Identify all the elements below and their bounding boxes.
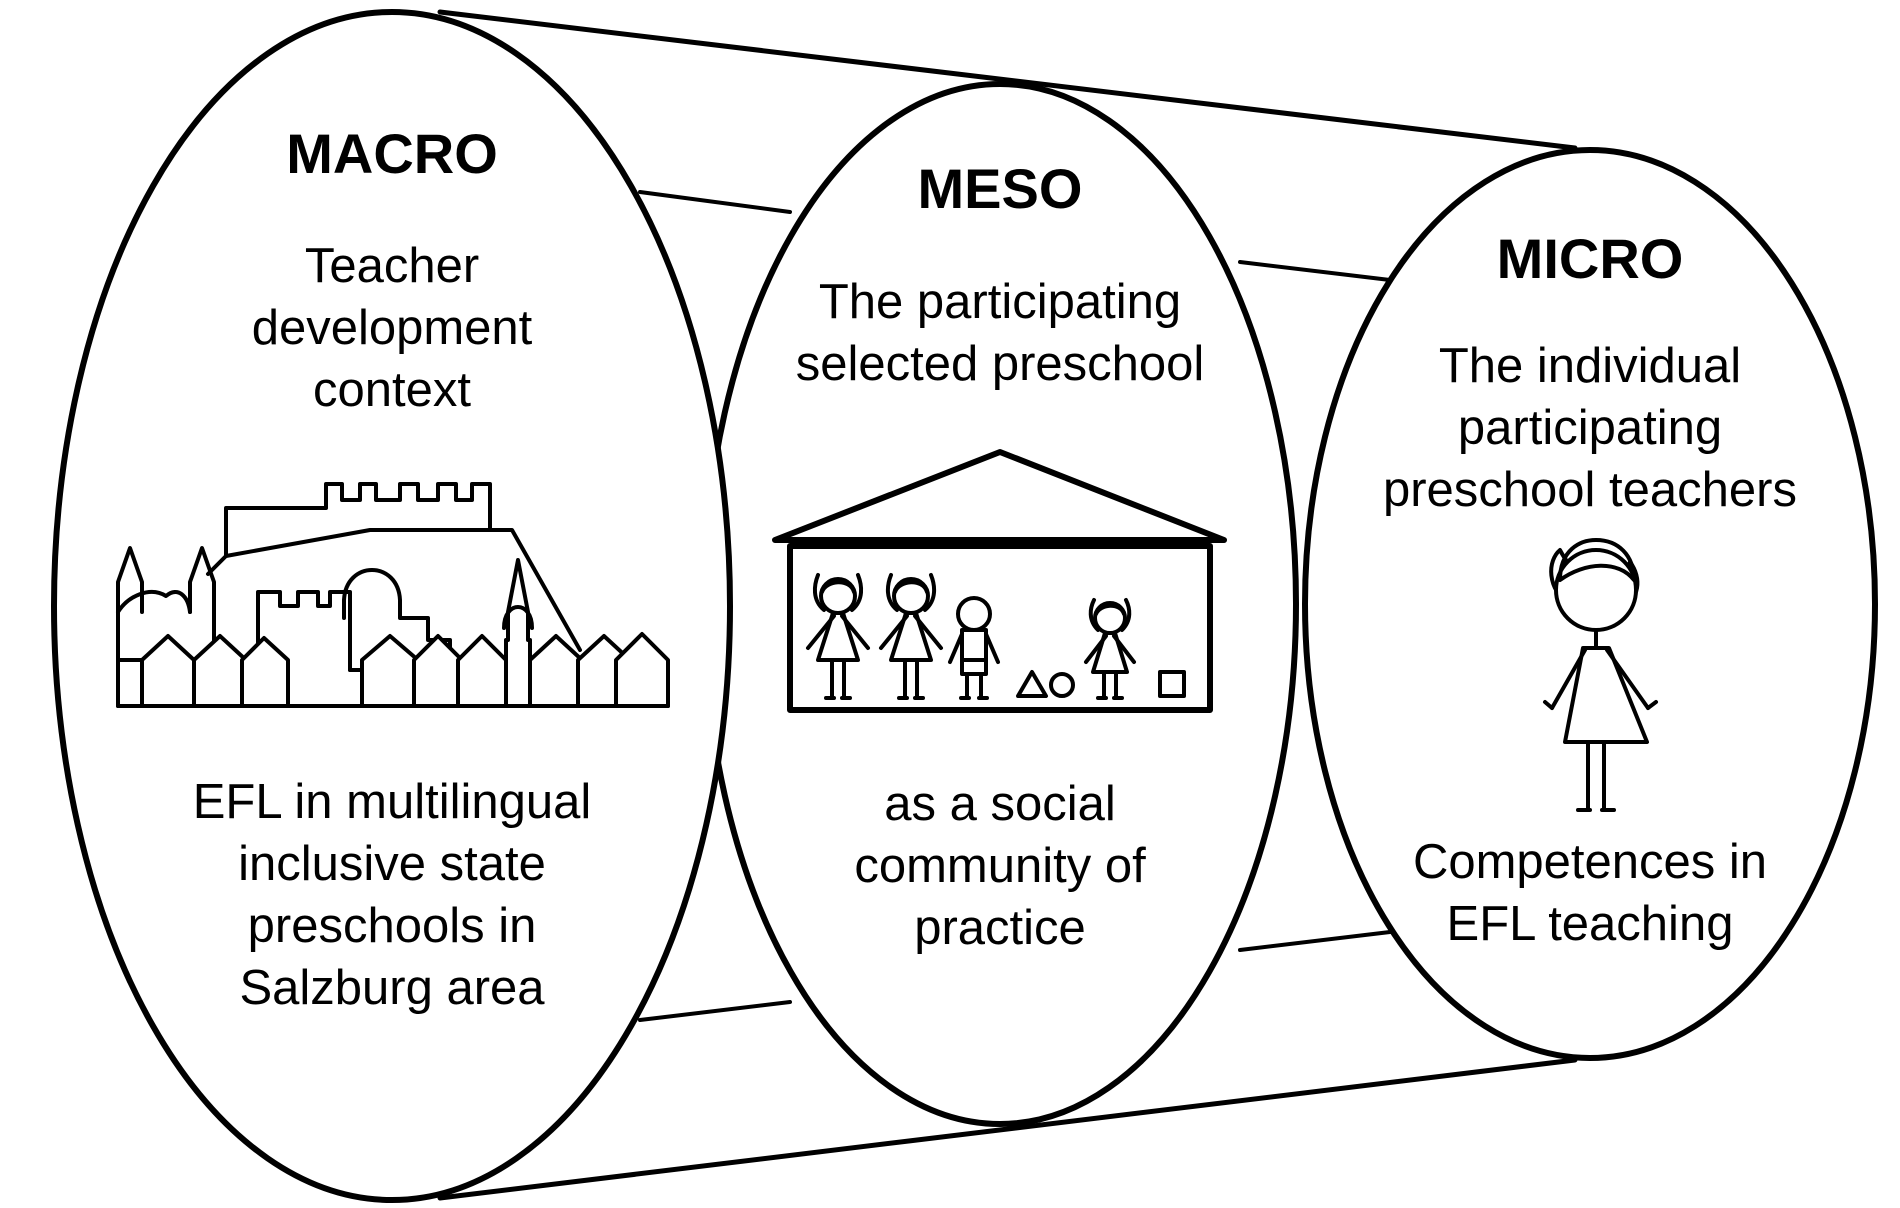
preschool-house-icon — [772, 449, 1227, 713]
meso-level: MESO The participating selected preschoo… — [701, 81, 1299, 1127]
castle-hill — [206, 528, 582, 652]
meso-title: MESO — [918, 157, 1083, 220]
city-skyline-icon — [116, 482, 670, 708]
meso-footer-line-2: community of — [854, 839, 1146, 893]
micro-description-line-3: preschool teachers — [1383, 463, 1797, 517]
macro-description-line-1: Teacher — [305, 239, 479, 293]
macro-description-line-3: context — [313, 363, 471, 417]
macro-footer-line-3: preschools in — [248, 899, 537, 953]
micro-footer-line-1: Competences in — [1413, 835, 1767, 889]
meso-footer-line-3: practice — [914, 901, 1086, 955]
macro-footer-line-1: EFL in multilingual — [193, 775, 592, 829]
houses-left — [116, 634, 290, 708]
macro-description-line-2: development — [252, 301, 533, 355]
meso-description-line-1: The participating — [819, 275, 1181, 329]
cathedral-dome — [342, 568, 452, 662]
triangle-toy — [1016, 670, 1048, 698]
micro-footer-line-2: EFL teaching — [1447, 897, 1734, 951]
fortress — [224, 482, 492, 558]
meso-footer-line-1: as a social — [884, 777, 1116, 831]
macro-title: MACRO — [286, 122, 498, 185]
cylinder-outline — [437, 9, 1578, 1201]
teacher-figure-icon — [1543, 538, 1658, 812]
castle-keep — [256, 590, 352, 708]
micro-level: MICRO The individual participating presc… — [1302, 147, 1878, 1061]
micro-description-line-2: participating — [1458, 401, 1722, 455]
child-girl-2 — [879, 573, 943, 700]
block-toy — [1158, 670, 1186, 698]
houses-right — [504, 632, 670, 708]
macro-footer-line-2: inclusive state — [238, 837, 546, 891]
child-girl-1 — [806, 573, 870, 700]
ball-toy — [1049, 672, 1075, 698]
child-boy — [948, 596, 1000, 700]
micro-title: MICRO — [1497, 227, 1684, 290]
macro-level: MACRO Teacher development context EFL in… — [51, 9, 733, 1203]
meso-description-line-2: selected preschool — [796, 337, 1205, 391]
child-girl-3 — [1084, 598, 1136, 700]
macro-ellipse — [51, 9, 733, 1203]
macro-footer-line-4: Salzburg area — [239, 961, 545, 1015]
houses-middle — [286, 634, 508, 708]
micro-description-line-1: The individual — [1439, 339, 1741, 393]
